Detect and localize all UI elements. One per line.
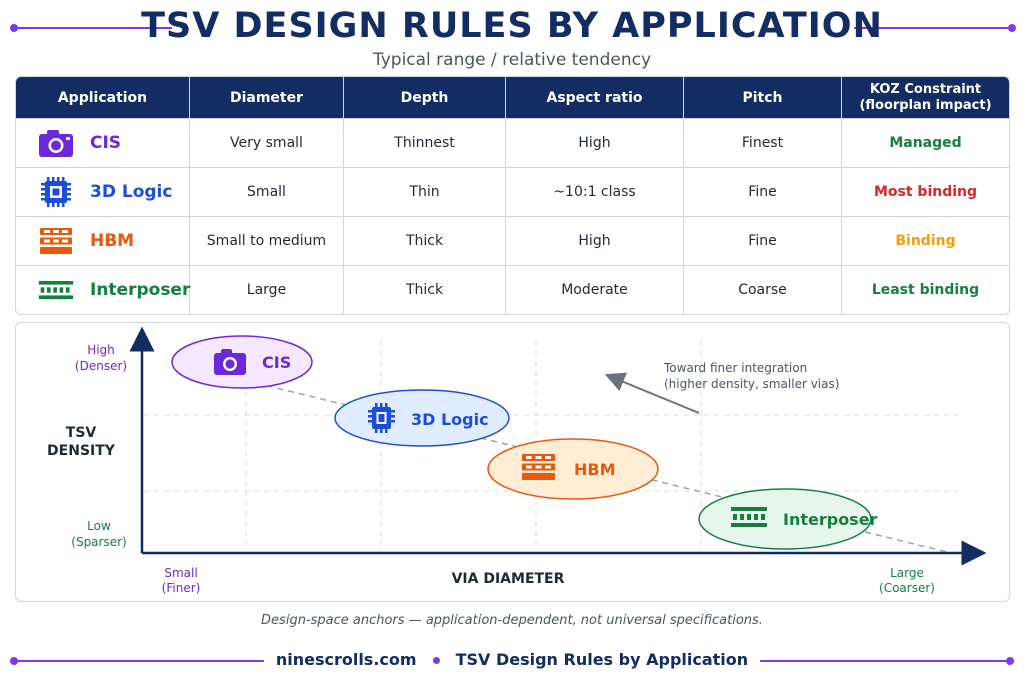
memory-stack-icon	[38, 227, 74, 255]
koz-cell: Least binding	[871, 282, 980, 298]
row-application-cell: Interposer	[16, 266, 190, 314]
title-right-dot	[1008, 24, 1016, 32]
design-rules-table: Application Diameter Depth Aspect ratio …	[15, 76, 1010, 315]
bubble-label: Interposer	[783, 510, 878, 529]
koz-cell: Managed	[889, 135, 962, 151]
y-high-label: High	[87, 343, 115, 357]
pitch-cell: Coarse	[684, 266, 842, 314]
bubble-label: 3D Logic	[411, 410, 489, 429]
bubble-hbm: HBM	[487, 438, 659, 500]
table-row: 3D Logic Small Thin ~10:1 class Fine Mos…	[16, 167, 1009, 216]
col-header-pitch: Pitch	[684, 77, 842, 118]
y-axis-label-line1: TSV	[66, 425, 97, 441]
diameter-cell: Small	[190, 168, 344, 216]
col-header-application: Application	[16, 77, 190, 118]
application-name: Interposer	[90, 280, 191, 300]
aspect-ratio-cell: Moderate	[506, 266, 684, 314]
title-left-rule	[14, 27, 172, 29]
footer-left-dot	[10, 657, 18, 665]
footnote: Design-space anchors — application-depen…	[261, 613, 763, 628]
col-header-diameter: Diameter	[190, 77, 344, 118]
bubble-hbm-ellipse	[487, 438, 659, 500]
chip-icon	[368, 403, 395, 433]
x-low-sublabel: (Finer)	[162, 581, 201, 595]
diameter-cell: Very small	[190, 119, 344, 167]
bubble-label: CIS	[262, 353, 291, 372]
annotation-line1: Toward finer integration	[663, 361, 807, 375]
footer: ninescrolls.com TSV Design Rules by Appli…	[0, 650, 1024, 669]
depth-cell: Thick	[344, 217, 506, 265]
bubble-interposer-ellipse	[698, 488, 872, 550]
row-application-cell: HBM	[16, 217, 190, 265]
col-header-koz-line2: (floorplan impact)	[859, 97, 992, 113]
table-row: HBM Small to medium Thick High Fine Bind…	[16, 216, 1009, 265]
bubble-interposer: Interposer	[698, 488, 878, 550]
memory-stack-icon	[522, 454, 555, 480]
aspect-ratio-cell: ~10:1 class	[506, 168, 684, 216]
col-header-koz-line1: KOZ Constraint	[869, 81, 982, 97]
y-low-sublabel: (Sparser)	[71, 535, 126, 549]
footer-site-link[interactable]: ninescrolls.com	[275, 650, 417, 669]
koz-cell: Binding	[895, 233, 956, 249]
page-subtitle: Typical range / relative tendency	[372, 50, 652, 70]
y-high-sublabel: (Denser)	[75, 359, 127, 373]
footer-label: TSV Design Rules by Application	[455, 650, 749, 669]
col-header-aspect-ratio: Aspect ratio	[506, 77, 684, 118]
chip-icon	[38, 176, 74, 208]
x-high-label: Large	[890, 566, 924, 580]
depth-cell: Thin	[344, 168, 506, 216]
title-right-rule	[854, 27, 1012, 29]
interposer-icon	[731, 507, 767, 527]
row-application-cell: CIS	[16, 119, 190, 167]
camera-icon	[214, 349, 246, 375]
camera-icon	[38, 128, 74, 158]
footer-left-rule	[14, 660, 264, 662]
aspect-ratio-cell: High	[506, 119, 684, 167]
footer-right-dot	[1006, 657, 1014, 665]
diameter-cell: Small to medium	[190, 217, 344, 265]
x-low-label: Small	[164, 566, 197, 580]
table-row: CIS Very small Thinnest High Finest Mana…	[16, 118, 1009, 167]
interposer-icon	[38, 279, 74, 301]
application-name: HBM	[90, 231, 135, 251]
table-header-row: Application Diameter Depth Aspect ratio …	[16, 77, 1009, 118]
finer-integration-arrow	[604, 372, 700, 414]
pitch-cell: Fine	[684, 217, 842, 265]
application-name: CIS	[90, 133, 122, 153]
application-name: 3D Logic	[90, 182, 173, 202]
col-header-depth: Depth	[344, 77, 506, 118]
bubble-3d-logic: 3D Logic	[334, 389, 510, 447]
bubble-label: HBM	[574, 460, 616, 479]
bubble-3d-logic-ellipse	[334, 389, 510, 447]
x-axis-label: VIA DIAMETER	[452, 571, 565, 587]
aspect-ratio-cell: High	[506, 217, 684, 265]
y-axis-label-line2: DENSITY	[47, 443, 116, 459]
footer-right-rule	[760, 660, 1010, 662]
x-high-sublabel: (Coarser)	[879, 581, 935, 595]
row-application-cell: 3D Logic	[16, 168, 190, 216]
page-title: TSV DESIGN RULES BY APPLICATION	[141, 6, 883, 46]
y-low-label: Low	[87, 519, 111, 533]
koz-cell: Most binding	[873, 184, 978, 200]
design-space-chart: High (Denser) TSV DENSITY Low (Sparser) …	[15, 322, 1010, 602]
pitch-cell: Fine	[684, 168, 842, 216]
annotation-line2: (higher density, smaller vias)	[664, 377, 839, 391]
title-left-dot	[10, 24, 18, 32]
bubble-cis: CIS	[171, 335, 313, 389]
table-row: Interposer Large Thick Moderate Coarse L…	[16, 265, 1009, 314]
diameter-cell: Large	[190, 266, 344, 314]
pitch-cell: Finest	[684, 119, 842, 167]
footer-separator-dot	[432, 657, 440, 664]
col-header-koz: KOZ Constraint (floorplan impact)	[842, 77, 1009, 118]
design-space-plot: High (Denser) TSV DENSITY Low (Sparser) …	[47, 326, 987, 595]
depth-cell: Thick	[344, 266, 506, 314]
depth-cell: Thinnest	[344, 119, 506, 167]
